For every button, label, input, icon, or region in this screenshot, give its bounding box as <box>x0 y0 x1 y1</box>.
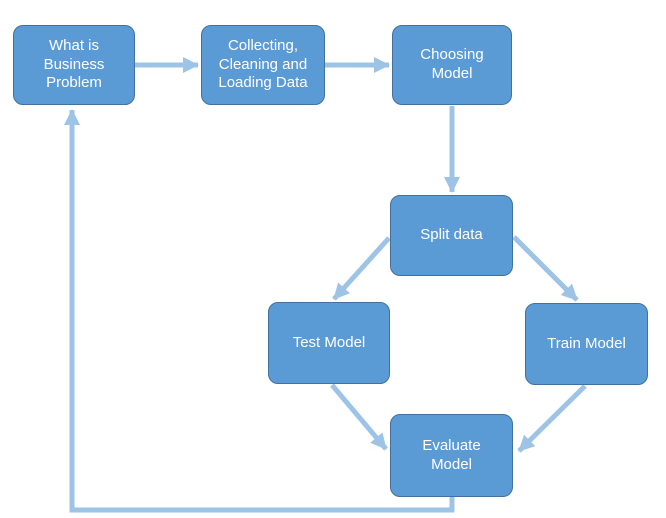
node-collect-data: Collecting, Cleaning and Loading Data <box>201 25 325 105</box>
arrow-train-to-evaluate <box>517 384 587 453</box>
node-evaluate-model-label: Evaluate Model <box>422 436 481 473</box>
node-test-model-label: Test Model <box>292 333 366 351</box>
arrow-split-to-test <box>332 236 391 301</box>
node-choosing-model-label: Choosing Model <box>420 46 484 82</box>
arrow-evaluate-to-problem-feedback <box>63 109 455 513</box>
arrow-test-to-evaluate <box>330 383 388 451</box>
node-choosing-model: Choosing Model <box>392 25 512 105</box>
node-evaluate-model: Evaluate Model <box>390 414 513 497</box>
node-train-model: Train Model <box>525 303 648 385</box>
node-test-model: Test Model <box>268 302 390 384</box>
node-collect-data-label: Collecting, Cleaning and Loading Data <box>218 36 308 92</box>
arrow-split-to-train <box>512 235 579 302</box>
node-split-data: Split data <box>390 195 513 276</box>
node-business-problem: What is Business Problem <box>13 25 135 105</box>
node-train-model-label: Train Model <box>547 334 626 352</box>
node-business-problem-label: What is Business Problem <box>43 36 105 92</box>
node-split-data-label: Split data <box>420 226 483 244</box>
